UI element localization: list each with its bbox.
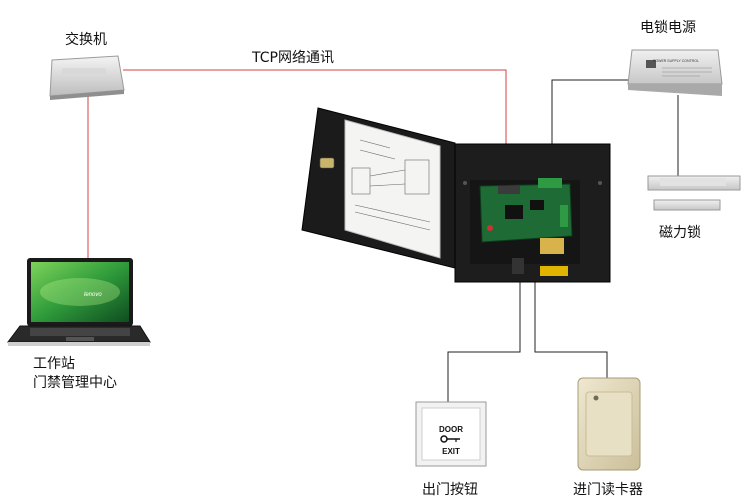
exit-button: DOOR EXIT — [415, 401, 487, 467]
laptop-brand-text: lenovo — [84, 292, 102, 298]
power-supply-label: 电锁电源 — [640, 20, 696, 36]
exit-button-label: 出门按钮 — [422, 482, 478, 498]
wiring-sheet-diagram — [351, 139, 431, 231]
management-center-label: 门禁管理中心 — [33, 375, 117, 391]
workstation-label: 工作站 — [33, 356, 75, 372]
network-switch — [49, 55, 125, 100]
lock-power-supply: POWER SUPPLY CONTROL — [627, 49, 723, 96]
magnetic-lock — [647, 175, 741, 211]
controller-to-card-reader-wire — [534, 268, 608, 378]
warning-label — [540, 266, 568, 276]
switch-label: 交换机 — [65, 32, 107, 48]
door-lock-key — [319, 157, 335, 169]
card-reader-label: 进门读卡器 — [573, 482, 643, 498]
exit-button-door-text: DOOR — [439, 425, 463, 434]
controller-pcb — [479, 183, 573, 243]
card-reader — [577, 377, 641, 471]
tcp-link-label: TCP网络通讯 — [252, 50, 334, 66]
laptop-workstation: lenovo — [7, 258, 151, 346]
maglock-label: 磁力锁 — [659, 225, 701, 241]
exit-button-exit-text: EXIT — [442, 447, 460, 456]
power-supply-panel-text: POWER SUPPLY CONTROL — [653, 59, 699, 63]
wiring-sheet — [344, 119, 441, 259]
key-icon — [440, 435, 460, 443]
controller-to-exit-button-wire — [447, 268, 521, 402]
access-controller — [301, 107, 611, 283]
